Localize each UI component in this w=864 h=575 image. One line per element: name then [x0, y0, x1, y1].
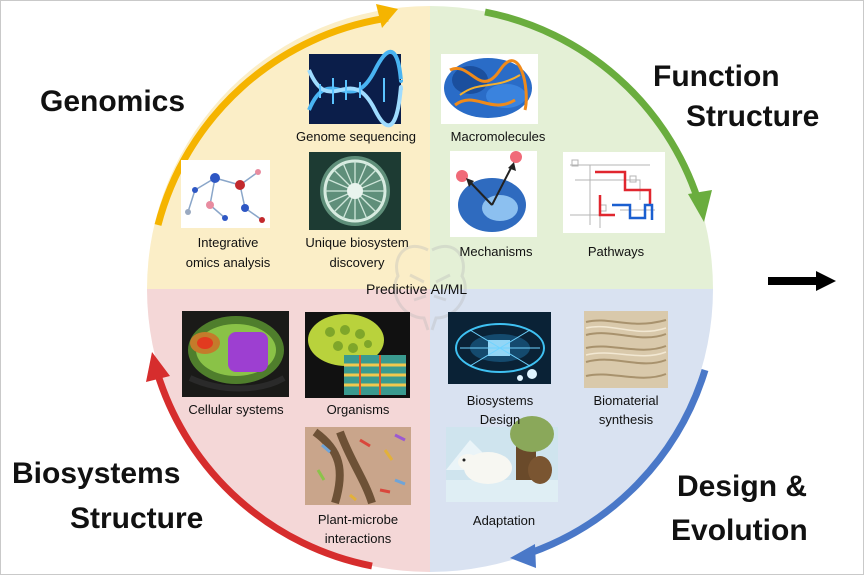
design-evolution-arrowhead	[510, 544, 536, 568]
pathways-caption: Pathways	[587, 244, 645, 259]
cell-model-image	[182, 311, 289, 397]
polar-bear-image	[446, 416, 558, 502]
biomaterial-caption-line1: Biomaterial	[593, 393, 659, 408]
enzyme-mechanism-image	[450, 151, 537, 237]
biosystems-structure-title-line2: Structure	[70, 502, 204, 535]
macromolecules-caption: Macromolecules	[450, 129, 546, 144]
design-evolution-arrow	[528, 368, 709, 557]
organisms-caption: Organisms	[326, 402, 390, 417]
dna-helix-image	[307, 49, 403, 128]
genomics-title: Genomics	[40, 85, 186, 118]
root-microbe-image	[305, 427, 411, 505]
biosystems-structure-title-line1: Biosystems	[12, 457, 181, 490]
function-structure-arrow	[484, 8, 702, 202]
function-structure-title-line1: Function	[653, 60, 780, 93]
diatom-image	[309, 152, 401, 230]
plant-microbe-caption-line2: interactions	[324, 531, 392, 546]
genome-sequencing-caption: Genome sequencing	[296, 129, 416, 144]
adaptation-caption: Adaptation	[472, 513, 536, 528]
fiber-material-image	[584, 311, 668, 388]
biomaterial-caption-line2: synthesis	[598, 412, 654, 427]
design-evolution-title-line2: Evolution	[671, 514, 808, 547]
plant-tissue-image	[305, 312, 410, 398]
unique-biosystem-caption-line2: discovery	[329, 255, 385, 270]
biosystems-structure-arrow	[154, 373, 373, 570]
network-graph-image	[181, 160, 270, 228]
integrative-omics-caption-line2: omics analysis	[185, 255, 271, 270]
function-structure-title-line2: Structure	[686, 100, 820, 133]
plant-microbe-caption-line1: Plant-microbe	[317, 512, 399, 527]
biosystems-design-caption-line2: Design	[479, 412, 521, 427]
mechanisms-caption: Mechanisms	[459, 244, 533, 259]
design-evolution-title-line1: Design &	[677, 470, 808, 503]
integrative-omics-caption-line1: Integrative	[197, 235, 259, 250]
genomics-arrow	[154, 14, 389, 226]
cellular-systems-caption: Cellular systems	[188, 402, 284, 417]
pathway-map-image	[563, 152, 665, 233]
unique-biosystem-caption-line1: Unique biosystem	[305, 235, 409, 250]
center-label: Predictive AI/ML	[366, 281, 468, 297]
circuit-organism-image	[448, 312, 551, 384]
genomics-arrowhead	[376, 4, 398, 28]
protein-structure-image	[441, 54, 538, 124]
next-arrow-icon	[768, 271, 836, 291]
biosystems-structure-arrowhead	[146, 352, 170, 382]
biosystems-design-caption-line1: Biosystems	[466, 393, 534, 408]
function-structure-arrowhead	[688, 190, 712, 222]
